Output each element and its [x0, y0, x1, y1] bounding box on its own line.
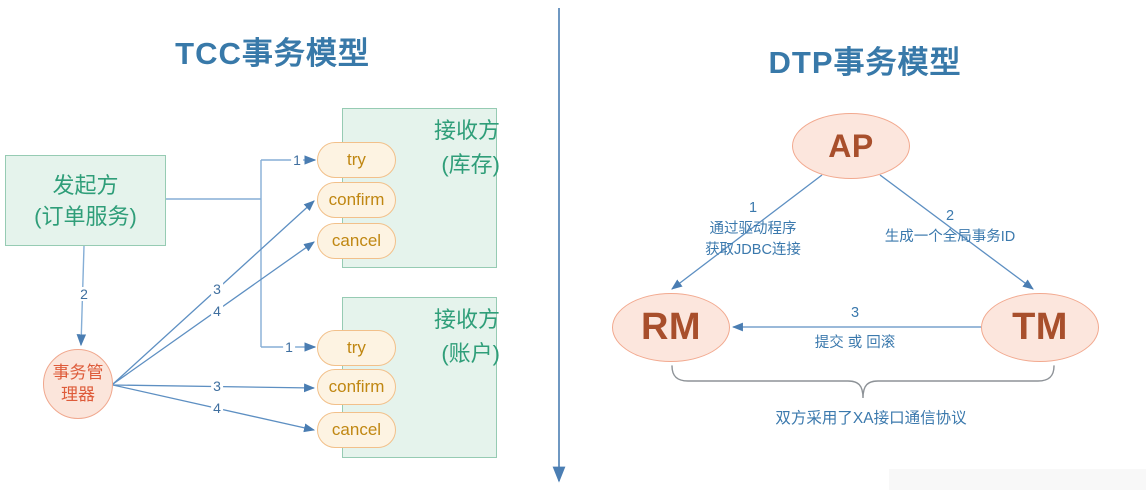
pill-try-account: try	[317, 330, 396, 366]
pill-cancel-inventory: cancel	[317, 223, 396, 259]
edge-label-ap-rm: 1 通过驱动程序 获取JDBC连接	[673, 198, 833, 261]
step-label-2-manager: 2	[78, 286, 90, 302]
receiver-title: 接收方	[433, 118, 500, 143]
pill-confirm-inventory: confirm	[317, 182, 396, 218]
node-ap: AP	[792, 113, 910, 179]
pill-cancel-account: cancel	[317, 412, 396, 448]
arrow-ap-to-rm	[671, 174, 823, 290]
manager-label-line2: 理器	[61, 385, 95, 404]
tcc-model-title: TCC事务模型	[175, 36, 370, 71]
brace-rm-tm	[671, 365, 1055, 399]
node-tm: TM	[981, 293, 1099, 362]
receiver-subtitle: (账户)	[441, 341, 500, 366]
initiator-subtitle: (订单服务)	[34, 203, 137, 229]
step-label-3-inventory: 3	[211, 281, 223, 297]
step-label-1-account: 1	[283, 339, 295, 355]
edge-ap-tm-text: 生成一个全局事务ID	[884, 229, 1016, 245]
receiver-account-label: 接收方 (账户)	[434, 303, 500, 371]
edge-ap-rm-text-line1: 通过驱动程序	[709, 221, 797, 237]
edge-label-ap-tm: 2 生成一个全局事务ID	[855, 206, 1045, 248]
pill-try-inventory: try	[317, 142, 396, 178]
edge-tm-rm-text: 提交 或 回滚	[814, 335, 896, 351]
manager-label-line1: 事务管	[52, 363, 104, 382]
xa-protocol-label: 双方采用了XA接口通信协议	[775, 410, 967, 427]
step-label-4-account: 4	[211, 400, 223, 416]
step-label-4-inventory: 4	[211, 303, 223, 319]
node-rm: RM	[612, 293, 730, 362]
pill-confirm-account: confirm	[317, 369, 396, 405]
arrow-ap-to-tm	[879, 174, 1034, 290]
transaction-manager-circle: 事务管 理器	[43, 349, 113, 419]
edge-ap-rm-text-line2: 获取JDBC连接	[705, 242, 801, 258]
edge-ap-rm-number: 1	[748, 200, 758, 216]
receiver-subtitle: (库存)	[441, 152, 500, 177]
edge-tm-rm-number: 3	[850, 305, 860, 321]
step-label-3-account: 3	[211, 378, 223, 394]
dtp-model-title: DTP事务模型	[768, 45, 962, 80]
edge-ap-tm-number: 2	[945, 208, 955, 224]
initiator-title: 发起方	[52, 172, 119, 198]
watermark-block	[889, 469, 1146, 490]
receiver-title: 接收方	[433, 307, 500, 332]
receiver-inventory-label: 接收方 (库存)	[434, 114, 500, 182]
initiator-box: 发起方 (订单服务)	[5, 155, 166, 246]
step-label-1-inventory: 1	[291, 152, 303, 168]
